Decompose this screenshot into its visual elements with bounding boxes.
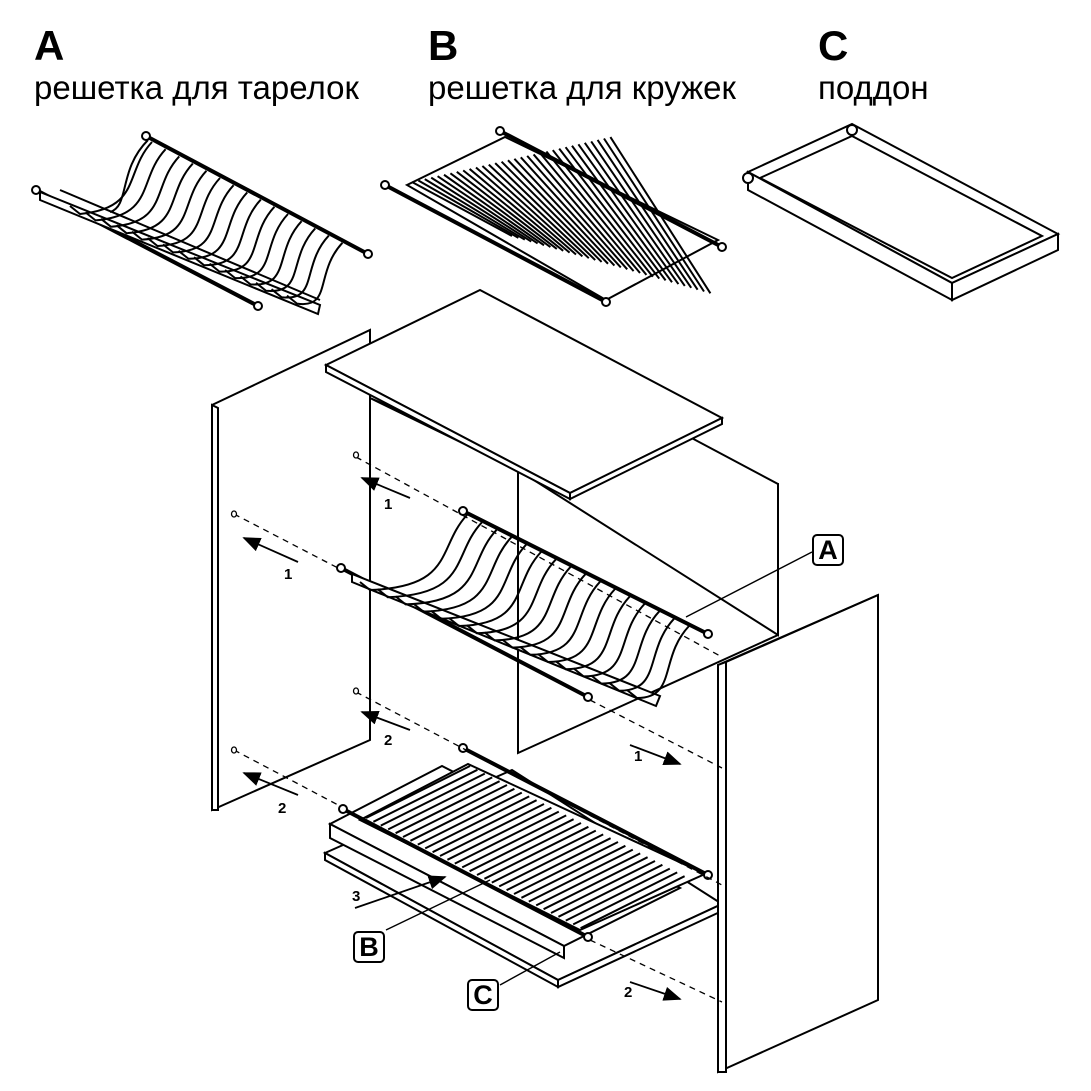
part-header-a: A решетка для тарелок [34,24,359,108]
part-name-b: решетка для кружек [428,69,736,106]
direction-arrows [242,477,682,1001]
callout-c: C [467,979,499,1011]
part-name-c: поддон [818,69,929,106]
mounted-plate-rack [336,506,713,708]
part-header-c: C поддон [818,24,929,108]
cabinet-illustration [211,288,879,1074]
part-letter-a: A [34,22,65,69]
leader-lines [385,551,813,986]
cup-rack-illustration [380,126,727,307]
part-header-b: B решетка для кружек [428,24,736,108]
mounting-holes [230,451,360,754]
step-3-label: 3 [352,888,361,905]
callout-a: A [812,534,844,566]
step-1-label: 1 [384,496,393,513]
step-1-label: 1 [634,748,643,765]
mounted-cup-rack [327,743,713,960]
step-2-label: 2 [624,984,633,1001]
callout-b: B [353,931,385,963]
part-name-a: решетка для тарелок [34,69,359,106]
plate-rack-illustration [31,131,373,316]
step-1-label: 1 [284,566,293,583]
step-2-label: 2 [384,732,393,749]
guide-lines [233,456,723,1003]
drip-tray-illustration [742,122,1061,302]
step-2-label: 2 [278,800,287,817]
part-letter-c: C [818,22,849,69]
part-letter-b: B [428,22,459,69]
